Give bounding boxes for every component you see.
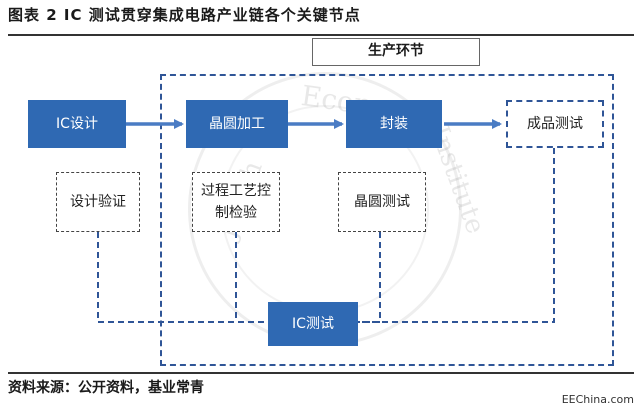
production-frame [160, 74, 614, 366]
footer-rule [8, 372, 634, 374]
title-rule [8, 34, 634, 36]
process-control-line2: 制检验 [215, 205, 257, 221]
box-design-verification: 设计验证 [56, 172, 140, 232]
dashed-link-verification [97, 232, 268, 323]
box-packaging: 封装 [346, 100, 442, 148]
dashed-link-final-test [358, 148, 555, 323]
box-ic-test: IC测试 [268, 302, 358, 346]
source-note: 资料来源：公开资料，基业常青 [8, 380, 204, 396]
site-watermark: EEChina.com [561, 393, 634, 406]
figure-title: 图表 2 IC 测试贯穿集成电路产业链各个关键节点 [8, 6, 361, 24]
box-final-test: 成品测试 [506, 100, 604, 148]
process-control-line1: 过程工艺控 [201, 183, 271, 199]
dashed-link-wafer-test [358, 232, 381, 323]
production-label: 生产环节 [312, 38, 480, 66]
box-ic-design: IC设计 [28, 100, 126, 148]
box-process-control: 过程工艺控 制检验 [192, 172, 280, 232]
box-wafer-fab: 晶圆加工 [186, 100, 288, 148]
box-wafer-test: 晶圆测试 [338, 172, 426, 232]
